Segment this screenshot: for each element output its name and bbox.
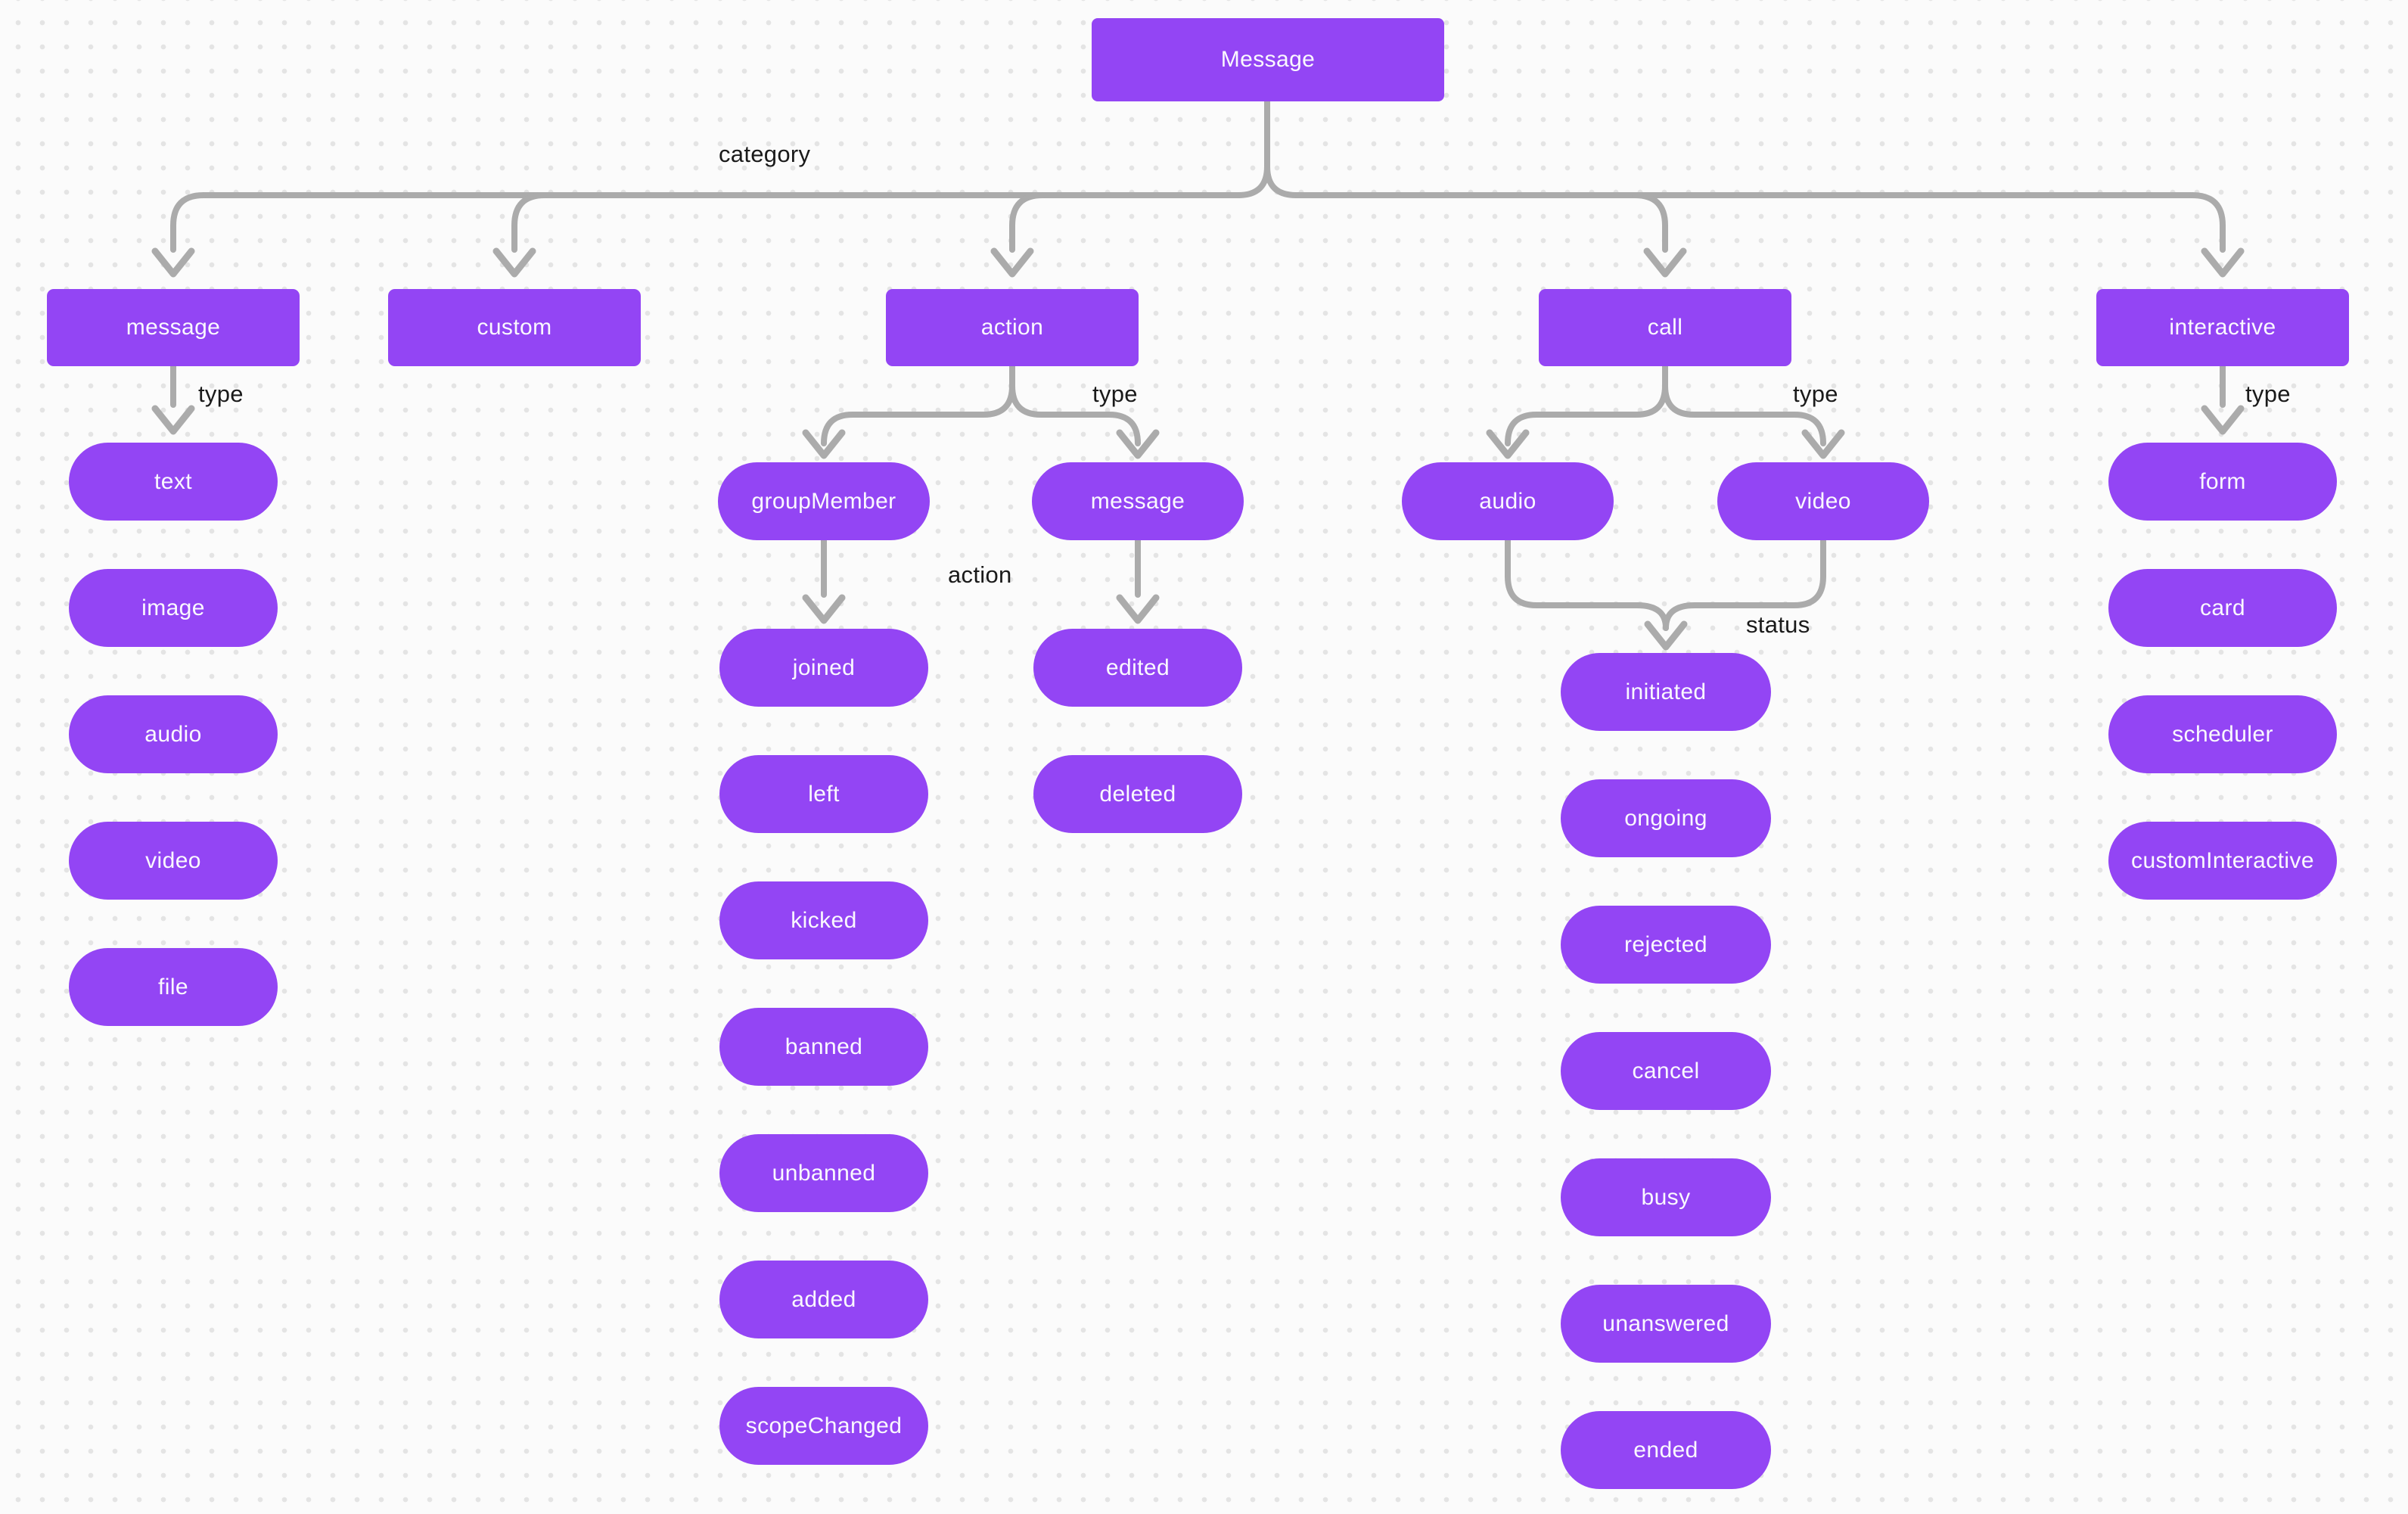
node-interactive-form[interactable]: form — [2108, 443, 2337, 521]
node-call-audio[interactable]: audio — [1402, 462, 1614, 540]
node-status-initiated[interactable]: initiated — [1561, 653, 1771, 731]
arrowhead-action-message — [1116, 429, 1160, 459]
arrowhead-message — [151, 247, 195, 278]
arrowhead-action — [990, 247, 1034, 278]
node-type-image[interactable]: image — [69, 569, 278, 647]
node-group-added[interactable]: added — [719, 1261, 928, 1338]
arrowhead-audio — [1486, 429, 1530, 459]
node-category-action[interactable]: action — [886, 289, 1139, 366]
connector-bus-to-interactive — [2189, 192, 2245, 278]
arrowhead-text — [151, 405, 195, 435]
arrowhead-form — [2201, 405, 2245, 435]
edge-label-action-type[interactable]: type — [1092, 381, 1138, 407]
connector-action-to-groupmember — [802, 363, 1015, 459]
connector-call-to-audio — [1486, 363, 1668, 459]
node-type-text[interactable]: text — [69, 443, 278, 521]
node-status-cancel[interactable]: cancel — [1561, 1032, 1771, 1110]
arrowhead-video — [1801, 429, 1845, 459]
node-type-video[interactable]: video — [69, 822, 278, 900]
node-group-banned[interactable]: banned — [719, 1008, 928, 1086]
arrowhead-custom — [492, 247, 536, 278]
node-msgaction-deleted[interactable]: deleted — [1033, 755, 1242, 833]
connector-audio-video-to-status — [1505, 537, 1826, 651]
connector-message-to-text — [151, 363, 195, 435]
arrowhead-joined — [802, 594, 846, 624]
node-category-message[interactable]: message — [47, 289, 300, 366]
arrowhead-initiated — [1644, 620, 1688, 651]
node-interactive-scheduler[interactable]: scheduler — [2108, 695, 2337, 773]
connector-action-to-action-message — [1009, 363, 1160, 459]
edge-label-group-action[interactable]: action — [948, 561, 1012, 588]
node-group-kicked[interactable]: kicked — [719, 881, 928, 959]
arrowhead-groupmember — [802, 429, 846, 459]
node-status-unanswered[interactable]: unanswered — [1561, 1285, 1771, 1363]
node-group-left[interactable]: left — [719, 755, 928, 833]
node-type-audio[interactable]: audio — [69, 695, 278, 773]
connector-bus-to-message — [151, 192, 207, 278]
node-status-ended[interactable]: ended — [1561, 1411, 1771, 1489]
node-status-ongoing[interactable]: ongoing — [1561, 779, 1771, 857]
node-action-groupmember[interactable]: groupMember — [718, 462, 930, 540]
node-call-video[interactable]: video — [1717, 462, 1929, 540]
node-msgaction-edited[interactable]: edited — [1033, 629, 1242, 707]
edge-label-interactive-type[interactable]: type — [2245, 381, 2291, 407]
node-category-call[interactable]: call — [1539, 289, 1791, 366]
node-status-busy[interactable]: busy — [1561, 1158, 1771, 1236]
node-group-unbanned[interactable]: unbanned — [719, 1134, 928, 1212]
connector-interactive-to-form — [2201, 363, 2245, 435]
node-type-file[interactable]: file — [69, 948, 278, 1026]
node-group-joined[interactable]: joined — [719, 629, 928, 707]
node-status-rejected[interactable]: rejected — [1561, 906, 1771, 984]
node-category-interactive[interactable]: interactive — [2096, 289, 2349, 366]
node-action-message[interactable]: message — [1032, 462, 1244, 540]
node-root-message[interactable]: Message — [1092, 18, 1444, 101]
connector-groupmember-to-joined — [802, 537, 846, 624]
connector-root-to-category-bus — [200, 97, 2195, 198]
node-category-custom[interactable]: custom — [388, 289, 641, 366]
arrowhead-interactive — [2201, 247, 2245, 278]
node-interactive-custominteractive[interactable]: customInteractive — [2108, 822, 2337, 900]
arrowhead-edited — [1116, 594, 1160, 624]
connector-bus-to-action — [990, 192, 1046, 278]
node-group-scopechanged[interactable]: scopeChanged — [719, 1387, 928, 1465]
connector-bus-to-custom — [492, 192, 548, 278]
edge-label-message-type[interactable]: type — [198, 381, 244, 407]
connector-message-to-edited — [1116, 537, 1160, 624]
arrowhead-call — [1643, 247, 1687, 278]
connector-bus-to-call — [1632, 192, 1687, 278]
edge-label-category[interactable]: category — [719, 141, 811, 167]
edge-label-call-status[interactable]: status — [1746, 611, 1810, 638]
connector-call-to-video — [1662, 363, 1845, 459]
edge-label-call-type[interactable]: type — [1793, 381, 1838, 407]
node-interactive-card[interactable]: card — [2108, 569, 2337, 647]
